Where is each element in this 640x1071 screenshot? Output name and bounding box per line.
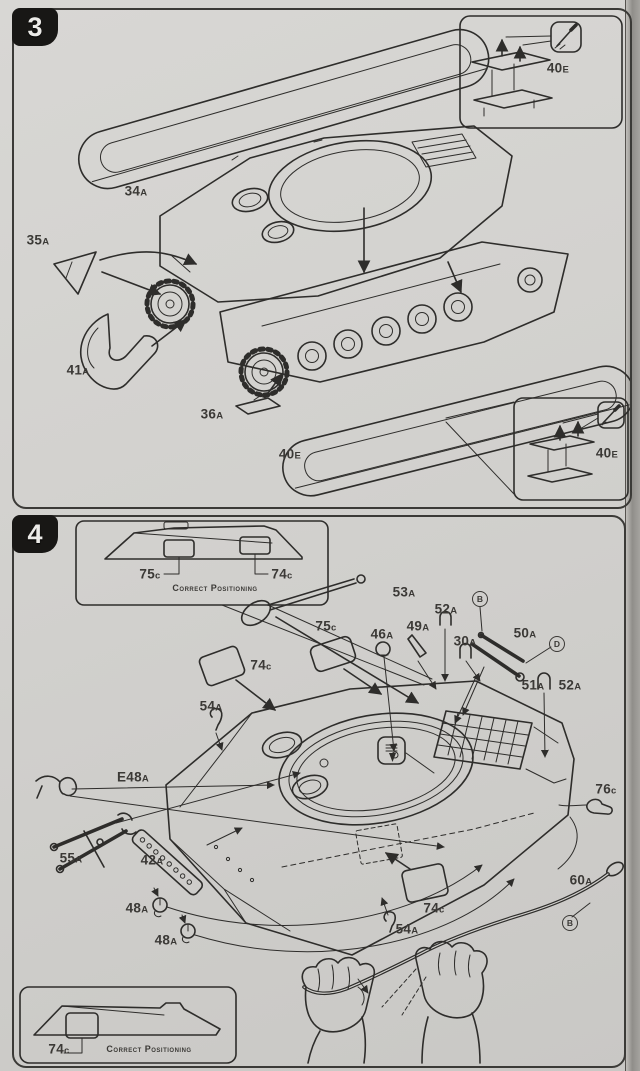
part-e48a-drawing — [35, 775, 445, 850]
step4-drawing — [19, 520, 624, 1064]
step4-inset-top — [75, 520, 433, 686]
part-label-48a-1: 48A — [125, 900, 149, 916]
top-track — [78, 28, 490, 190]
part-label-34a: 34A — [124, 183, 148, 199]
part-52a-right-drawing — [537, 672, 551, 758]
callout-b-top: B — [472, 591, 488, 607]
part-74c-bottom-drawing — [384, 852, 449, 903]
part-label-75c: 75c — [315, 618, 337, 634]
part-label-60a: 60A — [569, 872, 593, 888]
knife-icon — [550, 21, 582, 53]
part-75c-drawing — [309, 635, 383, 695]
part-label-50a: 50A — [513, 625, 537, 641]
part-label-30a: 30A — [453, 633, 477, 649]
step3-panel: 3 — [12, 8, 632, 509]
step3-inset-top — [459, 15, 623, 129]
part-36a-drawing — [235, 372, 283, 415]
part-label-41a: 41A — [66, 362, 90, 378]
part-53a-drawing — [240, 574, 420, 704]
step4-inset-bottom — [19, 986, 237, 1064]
part-label-48a-2: 48A — [154, 932, 178, 948]
part-label-76c: 76c — [595, 781, 617, 797]
part-label-e48a: E48A — [116, 769, 150, 785]
part-label-53a: 53A — [392, 584, 416, 600]
road-wheels — [297, 267, 543, 371]
drive-sprocket-right — [238, 346, 290, 398]
step3-drawing — [53, 15, 630, 501]
step4-badge: 4 — [12, 515, 58, 553]
part-30a-drawing — [459, 642, 481, 682]
part-52a-top-drawing — [439, 610, 452, 682]
part-label-74c-inset: 74c — [271, 566, 293, 582]
part-label-36a: 36A — [200, 406, 224, 422]
engine-grille — [433, 710, 533, 770]
part-46a-drawing — [375, 641, 398, 752]
part-42a-arrow — [206, 827, 243, 846]
glue-icon — [377, 736, 435, 774]
part-label-55a: 55A — [59, 850, 83, 866]
part-label-74c-inset-bottom: 74c — [48, 1041, 70, 1057]
drive-sprocket-left — [144, 278, 196, 330]
part-label-40e-track: 40E — [278, 446, 302, 462]
part-label-75c-inset: 75c — [139, 566, 161, 582]
part-label-54a-top: 54A — [199, 698, 223, 714]
part-label-51a: 51A — [521, 677, 545, 693]
part-label-40e-inset-bottom: 40E — [595, 445, 619, 461]
part-label-42a: 42A — [140, 852, 164, 868]
part-74c-top-drawing — [198, 645, 277, 711]
part-label-49a: 49A — [406, 618, 430, 634]
bottom-track — [282, 365, 630, 497]
part-label-74c-bottom: 74c — [423, 900, 445, 916]
lower-hull — [144, 241, 569, 398]
part-35a-drawing — [53, 251, 198, 296]
part-48a-drawings — [151, 864, 515, 953]
part-label-40e-inset-top: 40E — [546, 60, 570, 76]
part-49a-drawing — [407, 634, 437, 690]
upper-hull — [159, 125, 513, 303]
part-label-54a-bottom: 54A — [395, 921, 419, 937]
part-label-52a-top: 52A — [434, 601, 458, 617]
hands-drawing — [301, 940, 488, 1064]
part-label-74c-top: 74c — [250, 657, 272, 673]
part-42a-drawing — [131, 829, 204, 896]
inset-pointer — [445, 401, 515, 495]
part-76c-drawing — [557, 798, 613, 870]
step3-badge: 3 — [12, 8, 58, 46]
callout-d-right: D — [549, 636, 565, 652]
part-label-35a: 35A — [26, 232, 50, 248]
part-label-52a-right: 52A — [558, 677, 582, 693]
callout-b-bottom: B — [562, 915, 578, 931]
step4-panel: 4 — [12, 515, 626, 1068]
part-54a-bottom-drawing — [380, 897, 397, 933]
part-41a-drawing — [79, 313, 188, 390]
inset-top-caption: Correct Positioning — [172, 583, 258, 593]
inset-bottom-caption: Correct Positioning — [106, 1044, 192, 1054]
hull-top-drawing — [165, 680, 575, 956]
part-55a-drawing — [49, 771, 301, 874]
part-50a-51a-rods — [454, 606, 552, 724]
part-label-46a: 46A — [370, 626, 394, 642]
step3-inset-bottom — [513, 397, 629, 501]
knife-icon — [597, 401, 625, 429]
